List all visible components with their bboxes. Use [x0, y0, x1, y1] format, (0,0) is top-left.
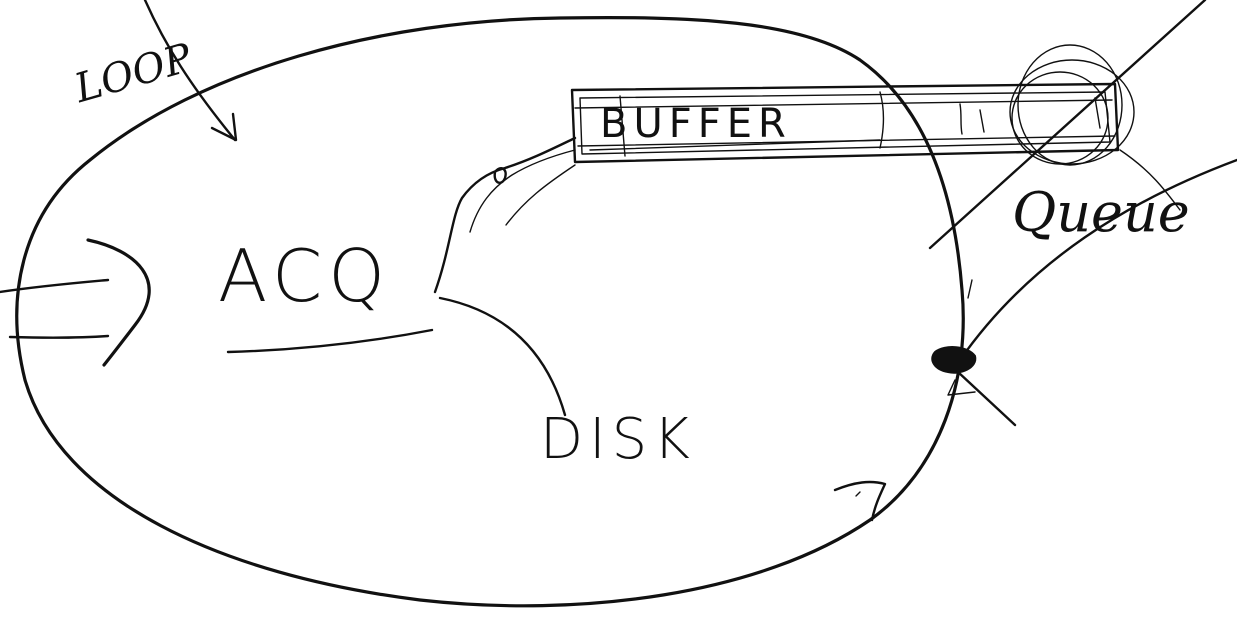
acq-label: ACQ: [218, 234, 391, 318]
queue-to-loop-curve: [958, 158, 1237, 362]
loop-direction-tick: [855, 491, 861, 497]
acq-to-buffer-arrow: [433, 136, 577, 294]
buffer-label-underline: [589, 139, 881, 151]
input-line-bottom: [8, 334, 110, 339]
acq-to-buffer-arrow-inner2: [505, 164, 576, 226]
buffer-box-inner: [579, 91, 1111, 155]
diagonal-line: [928, 0, 1207, 250]
junction-tail: [956, 370, 1017, 427]
queue-head-circle-1: [1017, 44, 1123, 166]
input-arrowhead: [86, 238, 151, 367]
buffer-divider-2: [879, 91, 885, 149]
buffer-divider-4: [979, 109, 985, 133]
acq-buffer-knot: [493, 167, 507, 184]
loop-tick: [967, 279, 973, 299]
acq-underline: [226, 328, 434, 354]
buffer-box-top-stroke: [574, 99, 1113, 109]
buffer-label: BUFFER: [600, 101, 792, 147]
acq-to-buffer-arrow-inner: [469, 149, 576, 233]
loop-arrow-head: [210, 112, 238, 142]
junction-blob: [931, 346, 977, 374]
queue-label: Queue: [1012, 181, 1190, 244]
disk-label: DISK: [540, 407, 696, 472]
buffer-divider-1: [619, 95, 626, 157]
acq-to-disk-arrow: [438, 296, 567, 417]
buffer-box: [570, 82, 1120, 164]
buffer-to-queue-curve: [1119, 149, 1181, 211]
junction-tail-2: [947, 379, 976, 396]
queue-head-scratch: [1094, 97, 1101, 129]
loop-ellipse: [15, 15, 965, 608]
queue-head-circle-3: [1011, 71, 1109, 165]
loop-direction-arrow: [833, 480, 887, 522]
loop-arrow-line: [143, 0, 237, 142]
input-line-top: [0, 278, 110, 294]
buffer-divider-3: [959, 103, 963, 135]
queue-head-circle-2: [1009, 59, 1135, 165]
